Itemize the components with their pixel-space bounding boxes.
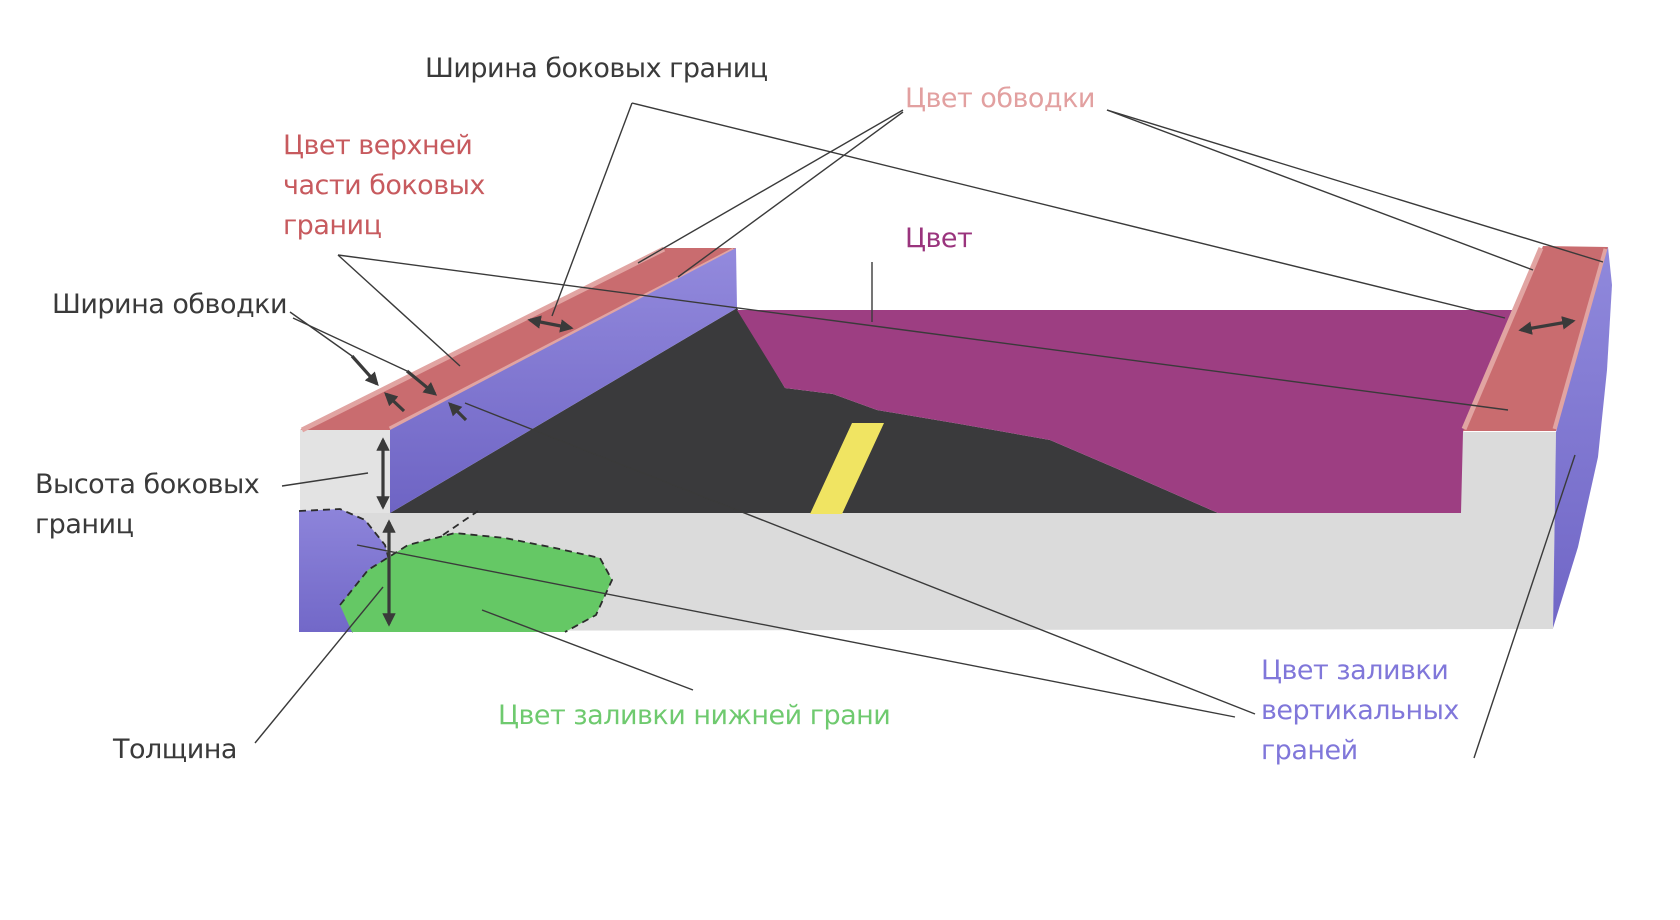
- connector-outline-width-a: [289, 311, 353, 357]
- left-border-vertical-face: [390, 248, 737, 513]
- connector-top-part-color-right: [337, 254, 1509, 411]
- label-vertical-faces-fill-color: Цвет заливки вертикальных граней: [1261, 651, 1459, 771]
- label-thickness: Толщина: [113, 734, 237, 765]
- label-side-border-height: Высота боковых границ: [35, 465, 260, 545]
- connector-outline-color-left-b: [677, 111, 904, 278]
- right-border-outer-outline: [1461, 247, 1544, 430]
- connector-bottom-face: [481, 609, 694, 691]
- connector-outline-width-b: [292, 317, 408, 372]
- connector-lines: [254, 102, 1604, 759]
- label-line: части боковых: [283, 170, 485, 201]
- bottom-face-cutaway-patch: [340, 533, 612, 632]
- connector-vertical-faces-strip: [464, 402, 1256, 715]
- slab-front-face: [300, 432, 1556, 631]
- connector-outline-color-right-a: [1106, 109, 1534, 271]
- label-outline-width: Ширина обводки: [52, 289, 288, 320]
- label-top-part-color: Цвет верхней части боковых границ: [283, 126, 485, 246]
- connector-vertical-faces-blob: [356, 544, 1236, 718]
- bottom-face-cutaway-dashed-edge: [339, 532, 614, 633]
- connector-border-width-left: [551, 102, 633, 317]
- measure-arrows: [350, 315, 1576, 627]
- label-line: вертикальных: [1261, 695, 1459, 726]
- slab-left-cut-face: [300, 430, 390, 513]
- label-line: границ: [283, 210, 382, 241]
- label-line: Цвет заливки: [1261, 655, 1449, 686]
- label-line: границ: [35, 509, 134, 540]
- label-bottom-face-fill-color: Цвет заливки нижней грани: [498, 700, 891, 731]
- connector-outline-color-right-b: [1106, 109, 1604, 263]
- right-border-vertical-face: [1553, 247, 1612, 628]
- connector-thickness: [254, 586, 384, 744]
- connector-side-height: [281, 472, 369, 487]
- label-outline-color: Цвет обводки: [905, 83, 1095, 114]
- label-side-border-width: Ширина боковых границ: [425, 53, 768, 84]
- arrow-left-border-width: [527, 315, 574, 333]
- connector-vertical-faces-right: [1473, 454, 1576, 759]
- left-border-outer-outline: [300, 246, 666, 433]
- label-line: Цвет верхней: [283, 130, 473, 161]
- arrow-outline-width-outer-down: [350, 354, 379, 387]
- lane-marking: [810, 423, 884, 514]
- arrow-right-border-width: [1518, 316, 1576, 335]
- arrow-outline-width-inner-up: [448, 402, 468, 422]
- connector-border-width-right: [631, 102, 1506, 319]
- right-border-inner-outline: [1552, 248, 1609, 430]
- road-surface: [390, 308, 1218, 513]
- route-fill-surface: [737, 310, 1519, 513]
- connector-outline-color-left-a: [637, 109, 904, 264]
- arrow-outline-width-outer-up: [384, 392, 406, 413]
- arrow-outline-width-inner-down: [405, 369, 438, 396]
- label-line: граней: [1261, 735, 1358, 766]
- right-border-top-face: [1463, 246, 1608, 431]
- connector-top-part-color-left: [337, 254, 461, 367]
- label-line: Высота боковых: [35, 469, 260, 500]
- label-route-fill-color: Цвет: [905, 223, 973, 254]
